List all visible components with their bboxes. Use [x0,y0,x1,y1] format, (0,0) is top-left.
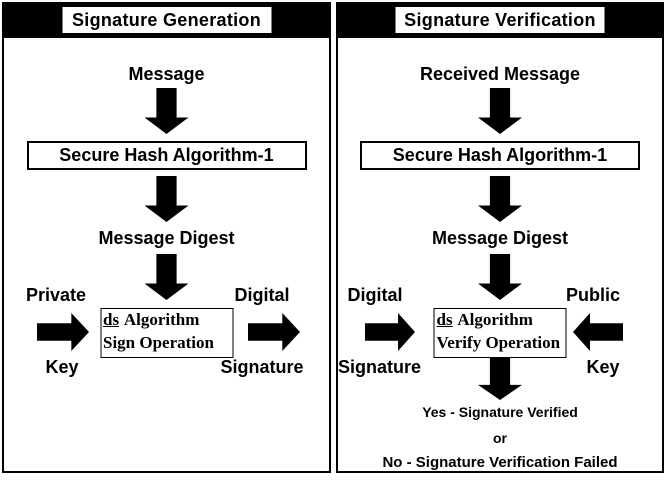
arrow-down-icon [144,88,189,134]
arrow-down-icon [478,358,522,400]
arrow-down-icon [478,254,522,300]
ds-box-line2: Verify Operation [436,332,561,352]
digital-label: Digital [234,285,290,305]
private-label: Private [25,285,87,305]
ds-box-line2: Sign Operation [103,332,214,352]
arrow-down-icon [478,88,522,134]
generation-header-band: Signature Generation [4,4,329,38]
message-digest-label: Message Digest [98,228,235,248]
public-label: Public [565,285,620,305]
arrow-down-icon [144,254,189,300]
secure-hash-algorithm-box: Secure Hash Algorithm-1 [26,141,307,170]
received-message-label: Received Message [419,64,581,84]
signature-generation-panel: Signature Generation Message Secure Hash… [2,2,331,473]
key-label: Key [586,357,620,377]
arrow-down-icon [478,176,522,222]
arrow-right-icon [248,313,300,351]
message-digest-label: Message Digest [431,228,569,248]
digital-label: Digital [347,285,403,305]
signature-label: Signature [338,357,422,377]
verification-header-band: Signature Verification [338,4,662,38]
signature-verification-panel: Signature Verification Received Message … [336,2,664,473]
result-or-line: or [493,430,507,446]
verification-panel-content: Received Message Secure Hash Algorithm-1… [338,38,662,471]
arrow-down-icon [144,176,189,222]
arrow-right-icon [365,313,415,351]
arrow-right-icon [37,313,89,351]
message-label: Message [128,64,205,84]
generation-panel-title: Signature Generation [61,6,272,34]
secure-hash-algorithm-box: Secure Hash Algorithm-1 [360,141,640,170]
arrow-left-icon [573,313,623,351]
verification-panel-title: Signature Verification [394,6,606,34]
result-yes-line: Yes - Signature Verified [422,404,578,420]
result-no-line: No - Signature Verification Failed [382,454,618,471]
key-label: Key [45,357,79,377]
generation-panel-content: Message Secure Hash Algorithm-1 Message … [4,38,329,471]
signature-label: Signature [220,357,304,377]
